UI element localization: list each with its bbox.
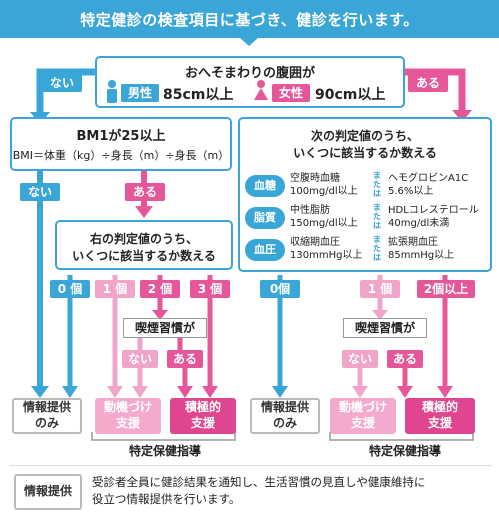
blood-pressure-or: または	[373, 235, 381, 262]
left-criteria-box: 右の判定値のうち、 いくつに該当するか数える	[55, 220, 233, 270]
right-motivation-support: 動機づけ支援	[330, 398, 396, 434]
right-count-1: 1 個	[360, 280, 400, 298]
waist-question-box: おへそまわりの腹囲が 男性 85cm以上 女性 90cm以上	[95, 56, 405, 108]
lipid-or: または	[373, 203, 381, 230]
right-criteria-line1: 次の判定値のうち、	[310, 129, 419, 143]
left-criteria-line2: いくつに該当するか数える	[72, 249, 216, 263]
right-active-support: 積極的支援	[405, 398, 475, 434]
right-smoke-no: ない	[342, 350, 378, 368]
footer: 情報提供 受診者全員に健診結果を通知し、生活習慣の見直しや健康維持に 役立つ情報…	[10, 465, 492, 515]
left-group-label: 特定保健指導	[128, 444, 201, 458]
left-count-2: 2 個	[140, 280, 180, 298]
glucose-or: または	[373, 171, 381, 198]
bmi-heading: BM1が25以上	[76, 129, 166, 144]
left-info-only: 情報提供のみ	[12, 398, 82, 434]
female-value: 90cm以上	[315, 87, 386, 103]
right-info-only: 情報提供のみ	[250, 398, 320, 434]
footer-label: 情報提供	[14, 474, 82, 510]
right-smoke-yes: ある	[387, 350, 423, 368]
right-count-2-plus: 2個以上	[417, 280, 475, 298]
left-count-3: 3 個	[190, 280, 230, 298]
page-title: 特定健診の検査項目に基づき、健診を行います。	[0, 0, 499, 46]
branch-no-label: ない	[42, 74, 82, 92]
left-active-support: 積極的支援	[170, 398, 236, 434]
left-criteria-line1: 右の判定値のうち、	[89, 232, 198, 246]
left-count-0: 0 個	[50, 280, 90, 298]
bmi-box: BM1が25以上 BMI＝体重（kg）÷身長（m）÷身長（m）	[10, 117, 232, 171]
left-smoke-no: ない	[122, 350, 158, 368]
bmi-formula: BMI＝体重（kg）÷身長（m）÷身長（m）	[12, 149, 230, 162]
right-smoking-box: 喫煙習慣が	[343, 318, 427, 338]
male-value: 85cm以上	[163, 87, 234, 103]
left-motivation-support: 動機づけ支援	[95, 398, 161, 434]
bmi-no-label: ない	[20, 183, 60, 201]
bmi-yes-label: ある	[125, 183, 165, 201]
female-label: 女性	[272, 84, 310, 102]
male-icon	[107, 80, 117, 103]
blood-pressure-tag: 血圧	[245, 239, 285, 261]
left-smoke-yes: ある	[167, 350, 203, 368]
right-count-0: 0個	[260, 280, 300, 298]
footer-text: 受診者全員に健診結果を通知し、生活習慣の見直しや健康維持に 役立つ情報提供を行い…	[92, 475, 426, 506]
male-label: 男性	[121, 84, 159, 102]
right-group-label: 特定保健指導	[368, 444, 441, 458]
right-criteria-line2: いくつに該当するか数える	[293, 146, 437, 160]
lipid-tag: 脂質	[245, 207, 285, 229]
left-count-1: 1 個	[95, 280, 135, 298]
left-smoking-box: 喫煙習慣が	[123, 318, 207, 338]
female-icon	[254, 80, 268, 100]
glucose-tag: 血糖	[245, 175, 285, 197]
branch-yes-label: ある	[408, 74, 448, 92]
waist-question: おへそまわりの腹囲が	[184, 66, 315, 81]
